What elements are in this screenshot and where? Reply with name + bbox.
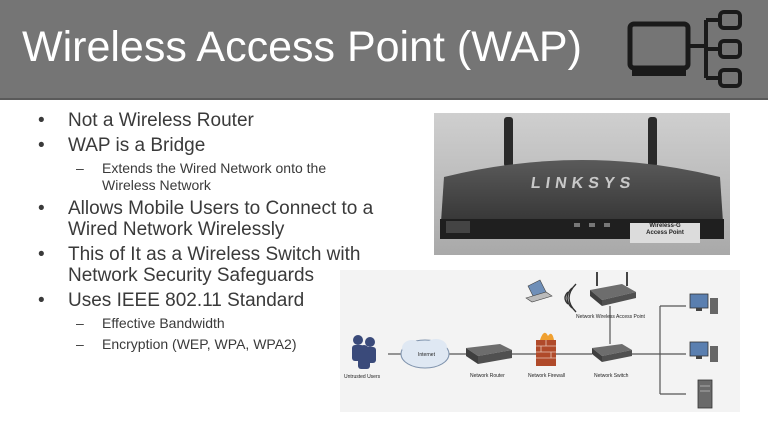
label-internet: Internet bbox=[418, 352, 436, 358]
computer-icon bbox=[689, 293, 718, 314]
label-router: Network Router bbox=[470, 373, 505, 379]
bullet-item: •Uses IEEE 802.11 Standard bbox=[38, 290, 305, 311]
switch-icon bbox=[592, 344, 632, 362]
wap-icon bbox=[590, 272, 636, 306]
label-users: Untrusted Users bbox=[344, 374, 381, 380]
laptop-icon bbox=[525, 279, 553, 303]
firewall-icon bbox=[536, 332, 556, 366]
sub-bullet-text: Effective Bandwidth bbox=[102, 315, 225, 331]
bullet-item: •Not a Wireless Router bbox=[38, 110, 254, 131]
network-diagram: Untrusted Users Internet Network Router … bbox=[340, 270, 740, 412]
bullet-list: •Not a Wireless Router •WAP is a Bridge … bbox=[36, 110, 376, 357]
router-brand: LINKSYS bbox=[529, 175, 637, 192]
wifi-icon bbox=[564, 283, 577, 313]
computer-icon bbox=[689, 341, 718, 362]
router-icon bbox=[466, 344, 512, 364]
bullet-text: Not a Wireless Router bbox=[68, 110, 254, 131]
router-model-line2: Access Point bbox=[646, 230, 684, 236]
sub-bullet-item: –Encryption (WEP, WPA, WPA2) bbox=[76, 336, 297, 352]
label-wap: Network Wireless Access Point bbox=[576, 314, 646, 320]
router-model-line1: Wireless-G bbox=[649, 223, 681, 229]
sub-bullet-text: Extends the Wired Network onto the Wirel… bbox=[102, 160, 327, 193]
router-label-plate: Wireless-G Access Point bbox=[630, 223, 700, 243]
label-firewall: Network Firewall bbox=[528, 373, 565, 379]
label-switch: Network Switch bbox=[594, 373, 629, 379]
users-icon bbox=[352, 335, 376, 369]
sub-bullet-item: –Extends the Wired Network onto the Wire… bbox=[76, 160, 327, 193]
bullet-item: •WAP is a Bridge bbox=[38, 135, 206, 156]
sub-bullet-text: Encryption (WEP, WPA, WPA2) bbox=[102, 336, 297, 352]
bullet-text: Allows Mobile Users to Connect to a Wire… bbox=[68, 198, 374, 240]
bullet-item: •This of It as a Wireless Switch with Ne… bbox=[38, 244, 361, 286]
slide-title: Wireless Access Point (WAP) bbox=[22, 23, 582, 71]
router-photo: LINKSYS Wireless-G Access Point bbox=[434, 113, 730, 255]
bullet-item: •Allows Mobile Users to Connect to a Wir… bbox=[38, 198, 374, 240]
title-bar: Wireless Access Point (WAP) bbox=[0, 0, 768, 100]
sub-bullet-item: –Effective Bandwidth bbox=[76, 315, 225, 331]
bullet-text: Uses IEEE 802.11 Standard bbox=[68, 290, 305, 311]
bullet-text: WAP is a Bridge bbox=[68, 135, 206, 156]
bullet-text: This of It as a Wireless Switch with Net… bbox=[68, 244, 361, 286]
server-icon bbox=[697, 379, 713, 409]
cloud-icon bbox=[400, 339, 450, 369]
network-logo-icon bbox=[627, 10, 742, 88]
